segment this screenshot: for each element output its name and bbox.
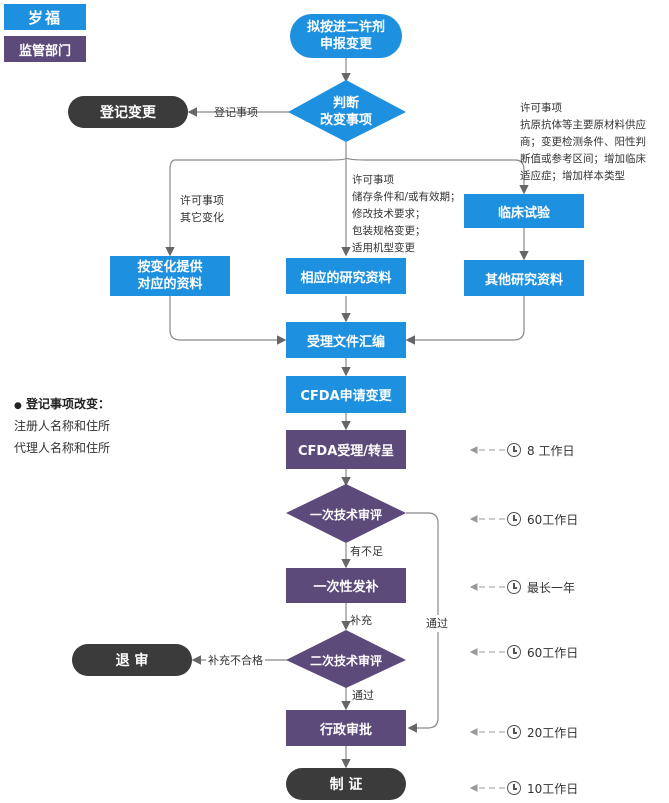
label-permit-right: 许可事项 抗原抗体等主要原材料供应 商；变更检测条件、阳性判 断值或参考区间；增… (520, 102, 646, 182)
node-research: 相应的研究资料 (286, 258, 406, 294)
node-start: 拟按进二许剂 申报变更 (290, 14, 402, 58)
bullet-icon: ● (14, 401, 22, 411)
register-notes-title-text: 登记事项改变： (26, 397, 111, 411)
label-pass-down: 通过 (352, 689, 374, 702)
timeline-days: 10工作日 (527, 782, 579, 796)
label-supplement-fail: 补充不合格 (206, 652, 265, 669)
timeline-days: 20工作日 (527, 726, 579, 740)
clock-icon (507, 645, 521, 659)
node-other-research: 其他研究资料 (464, 260, 584, 296)
judge-diamond (288, 80, 406, 142)
review1-diamond (286, 484, 406, 543)
node-judge: 判断 改变事项 (319, 96, 372, 128)
node-cfda-apply: CFDA申请变更 (286, 376, 406, 413)
label-insufficient: 有不足 (350, 545, 383, 558)
register-notes-item: 注册人名称和住所 (14, 419, 111, 433)
node-admin: 行政审批 (286, 710, 406, 746)
node-review2: 二次技术审评 (309, 653, 382, 668)
node-clinical: 临床试验 (464, 194, 584, 228)
clock-icon (507, 443, 521, 457)
timeline-days: 8 工作日 (527, 444, 575, 458)
timeline-days: 60工作日 (527, 646, 579, 660)
register-notes-item: 代理人名称和住所 (14, 441, 111, 455)
label-pass-side: 通过 (424, 615, 450, 632)
clock-icon (507, 725, 521, 739)
node-by-change: 按变化提供 对应的资料 (110, 256, 230, 296)
node-cfda-accept: CFDA受理/转呈 (286, 430, 406, 469)
node-review1: 一次技术审评 (309, 507, 382, 522)
label-register-item: 登记事项 (214, 106, 258, 119)
clock-icon (507, 580, 521, 594)
label-supplement-arrow: 补充 (350, 614, 372, 627)
node-register-change: 登记变更 (68, 96, 188, 128)
node-supplement: 一次性发补 (286, 568, 406, 603)
register-notes-title: ● 登记事项改变： (14, 396, 110, 415)
node-reject: 退 审 (72, 644, 192, 676)
label-permit-other: 许可事项 其它变化 (180, 194, 224, 224)
node-compile: 受理文件汇编 (286, 322, 406, 358)
timeline-days: 60工作日 (527, 513, 579, 527)
timeline-days: 最长一年 (527, 581, 576, 595)
legend-brand: 岁福 (4, 4, 86, 30)
node-certificate: 制 证 (286, 768, 406, 800)
legend-department: 监管部门 (4, 36, 86, 62)
label-permit-mid: 许可事项 储存条件和/或有效期； 修改技术要求； 包装规格变更； 适用机型变更 (352, 174, 461, 254)
clock-icon (507, 512, 521, 526)
review2-diamond (286, 630, 406, 688)
clock-icon (507, 781, 521, 795)
